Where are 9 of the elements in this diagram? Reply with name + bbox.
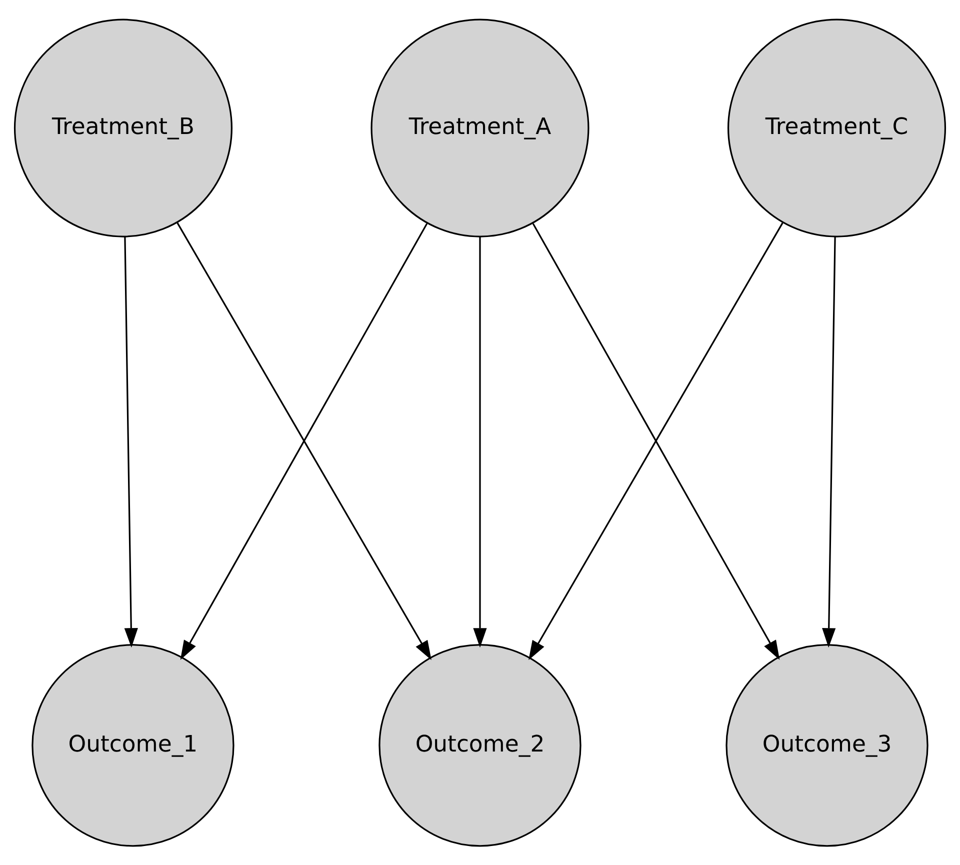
- node-circle: Treatment_A: [370, 18, 590, 238]
- node-circle: Outcome_1: [32, 644, 234, 847]
- node-circle: Outcome_2: [378, 644, 582, 847]
- node-circle: Treatment_C: [727, 18, 946, 238]
- node-circle: Outcome_3: [726, 644, 928, 847]
- arrow: [473, 236, 487, 648]
- arrow: [822, 236, 836, 648]
- node-circle: Treatment_B: [14, 18, 233, 238]
- arrow: [124, 236, 138, 648]
